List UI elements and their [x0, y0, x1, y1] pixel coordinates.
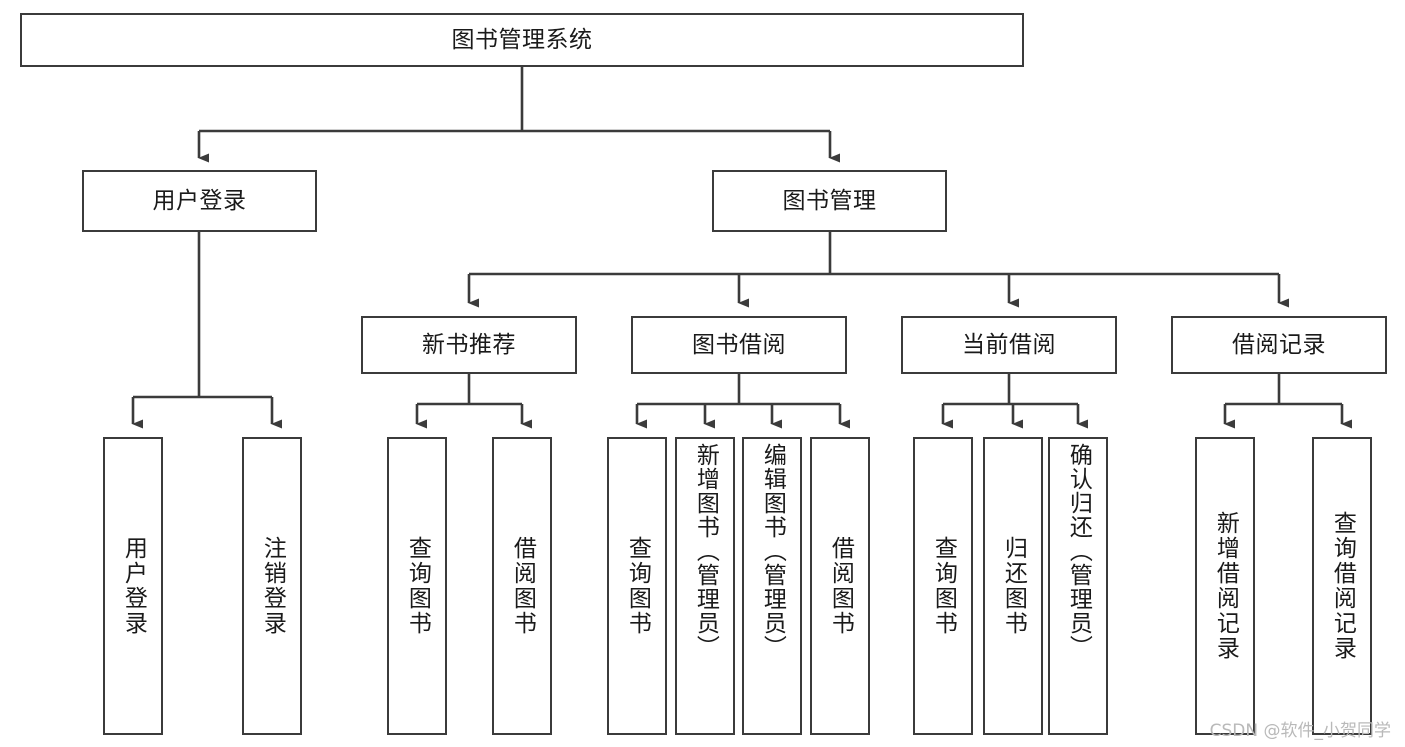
node-user-login[interactable]: 用户登录 — [82, 170, 317, 232]
node-book-management[interactable]: 图书管理 — [712, 170, 947, 232]
node-label: 查询图书 — [404, 536, 431, 636]
leaf-user-login[interactable]: 用户登录 — [103, 437, 163, 735]
node-label: 查询图书 — [624, 536, 651, 636]
leaf-new-book-borrow[interactable]: 借阅图书 — [492, 437, 552, 735]
leaf-add-borrow-record[interactable]: 新增借阅记录 — [1195, 437, 1255, 735]
leaf-logout[interactable]: 注销登录 — [242, 437, 302, 735]
leaf-confirm-return-admin[interactable]: 确认归还（管理员） — [1048, 437, 1108, 735]
node-label: 借阅记录 — [1232, 331, 1326, 358]
leaf-current-query-book[interactable]: 查询图书 — [913, 437, 973, 735]
node-root-system[interactable]: 图书管理系统 — [20, 13, 1024, 67]
node-label: 图书管理系统 — [451, 26, 593, 53]
node-label: 确认归还（管理员） — [1065, 443, 1092, 659]
leaf-borrow-query-book[interactable]: 查询图书 — [607, 437, 667, 735]
node-label: 注销登录 — [259, 536, 286, 636]
csdn-watermark: CSDN @软件_小贺同学 — [1209, 721, 1391, 741]
node-label: 图书管理 — [782, 187, 877, 214]
node-label: 查询借阅记录 — [1329, 511, 1356, 661]
leaf-new-book-query[interactable]: 查询图书 — [387, 437, 447, 735]
leaf-query-borrow-record[interactable]: 查询借阅记录 — [1312, 437, 1372, 735]
leaf-edit-book-admin[interactable]: 编辑图书（管理员） — [742, 437, 802, 735]
node-label: 借阅图书 — [827, 536, 854, 636]
leaf-add-book-admin[interactable]: 新增图书（管理员） — [675, 437, 735, 735]
node-label: 新增图书（管理员） — [692, 443, 719, 659]
node-book-borrow[interactable]: 图书借阅 — [631, 316, 847, 374]
node-label: 查询图书 — [930, 536, 957, 636]
node-label: 当前借阅 — [962, 331, 1056, 358]
node-label: 编辑图书（管理员） — [759, 443, 786, 659]
leaf-borrow-book[interactable]: 借阅图书 — [810, 437, 870, 735]
node-label: 用户登录 — [152, 187, 247, 214]
node-label: 图书借阅 — [692, 331, 786, 358]
node-borrow-record[interactable]: 借阅记录 — [1171, 316, 1387, 374]
node-label: 归还图书 — [1000, 536, 1027, 636]
node-label: 借阅图书 — [509, 536, 536, 636]
node-label: 用户登录 — [120, 536, 147, 636]
node-current-borrow[interactable]: 当前借阅 — [901, 316, 1117, 374]
node-label: 新增借阅记录 — [1212, 511, 1239, 661]
leaf-return-book[interactable]: 归还图书 — [983, 437, 1043, 735]
node-label: 新书推荐 — [422, 331, 516, 358]
node-new-book-recommend[interactable]: 新书推荐 — [361, 316, 577, 374]
